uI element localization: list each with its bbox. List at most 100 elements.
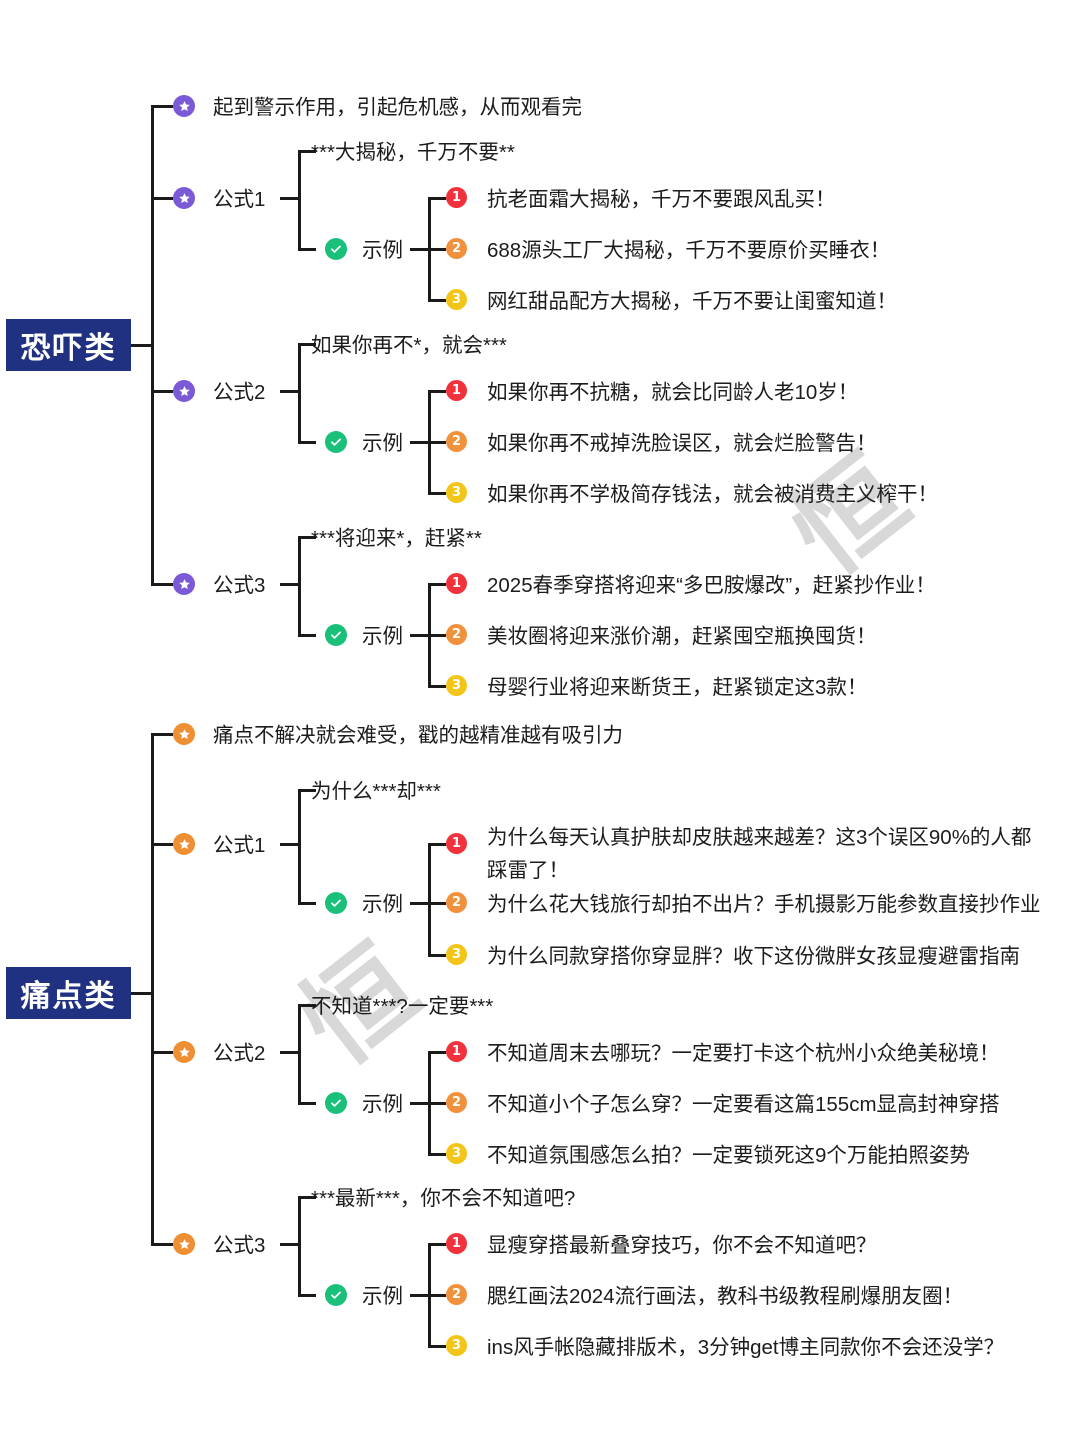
connector-t2-ex2 (428, 1102, 446, 1105)
star-icon (173, 187, 195, 209)
connector-f3-pattern (298, 536, 316, 539)
number-badge-2-icon: 2 (446, 1092, 467, 1113)
example-text: 2025春季穿搭将迎来“多巴胺爆改”，赶紧抄作业！ (487, 574, 936, 597)
connector-f2-ex2 (428, 441, 446, 444)
connector-cat2-trunk (151, 733, 154, 1243)
connector-t1-ex3 (428, 954, 446, 957)
connector-f2-trunk (298, 343, 301, 443)
number-badge-3-icon: 3 (446, 944, 467, 965)
star-icon (173, 833, 195, 855)
connector-f1-example (298, 248, 316, 251)
number-badge-2-icon: 2 (446, 624, 467, 645)
connector-cat2-f1 (151, 843, 173, 846)
formula-label: 公式1 (213, 188, 266, 211)
category-label-text: 痛点类 (20, 980, 117, 1013)
connector-t2-trunk (298, 1004, 301, 1104)
connector-f3-examples-stem (410, 634, 430, 637)
connector-f3-ex3 (428, 685, 446, 688)
star-icon (173, 723, 195, 745)
number-badge-1-icon: 1 (446, 1041, 467, 1062)
check-circle-icon (325, 892, 347, 914)
connector-t2-pattern (298, 1004, 316, 1007)
category-label-tongdian[interactable]: 痛点类 (6, 967, 131, 1019)
example-label: 示例 (362, 625, 403, 648)
category-label-kongxia[interactable]: 恐吓类 (6, 319, 131, 371)
connector-cat1-stem (131, 344, 153, 347)
connector-t2-stem (280, 1051, 300, 1054)
connector-cat2-stem (131, 992, 153, 995)
example-text: 不知道氛围感怎么拍？一定要锁死这9个万能拍照姿势 (487, 1144, 970, 1167)
connector-f2-pattern (298, 343, 316, 346)
check-circle-icon (325, 1092, 347, 1114)
number-badge-1-icon: 1 (446, 833, 467, 854)
connector-f1-ex1 (428, 197, 446, 200)
star-icon (173, 1233, 195, 1255)
connector-f2-stem (280, 390, 300, 393)
number-badge-1-icon: 1 (446, 380, 467, 401)
check-circle-icon (325, 1284, 347, 1306)
number-badge-1-icon: 1 (446, 1233, 467, 1254)
example-text: 显瘦穿搭最新叠穿技巧，你不会不知道吧？ (487, 1234, 877, 1257)
connector-cat2-f3 (151, 1243, 173, 1246)
category-intro-text: 痛点不解决就会难受，戳的越精准越有吸引力 (213, 724, 623, 747)
connector-t3-stem (280, 1243, 300, 1246)
example-text: 如果你再不抗糖，就会比同龄人老10岁！ (487, 381, 859, 404)
category-intro-text: 起到警示作用，引起危机感，从而观看完 (213, 96, 582, 119)
connector-t1-example (298, 902, 316, 905)
connector-cat2-intro (151, 733, 173, 736)
connector-f1-stem (280, 197, 300, 200)
connector-cat1-f2 (151, 390, 173, 393)
star-icon (173, 1041, 195, 1063)
connector-t3-examples-stem (410, 1294, 430, 1297)
connector-t2-ex3 (428, 1153, 446, 1156)
example-text: 不知道小个子怎么穿？一定要看这篇155cm显高封神穿搭 (487, 1093, 1000, 1116)
connector-f1-ex2 (428, 248, 446, 251)
connector-t3-ex2 (428, 1294, 446, 1297)
number-badge-3-icon: 3 (446, 1335, 467, 1356)
number-badge-2-icon: 2 (446, 431, 467, 452)
formula-pattern-text: 为什么***却*** (311, 780, 441, 803)
example-label: 示例 (362, 893, 403, 916)
example-label: 示例 (362, 1285, 403, 1308)
example-text: 为什么同款穿搭你穿显胖？收下这份微胖女孩显瘦避雷指南 (487, 945, 1020, 968)
example-label: 示例 (362, 432, 403, 455)
connector-f1-examples-stem (410, 248, 430, 251)
connector-cat1-f3 (151, 583, 173, 586)
connector-cat1-intro (151, 105, 173, 108)
example-label: 示例 (362, 239, 403, 262)
connector-f2-examples-stem (410, 441, 430, 444)
example-label: 示例 (362, 1093, 403, 1116)
example-text: 为什么每天认真护肤却皮肤越来越差？这3个误区90%的人都踩雷了！ (487, 826, 1032, 882)
example-text: ins风手帐隐藏排版术，3分钟get博主同款你不会还没学？ (487, 1336, 1005, 1359)
connector-f3-trunk (298, 536, 301, 636)
example-text: 美妆圈将迎来涨价潮，赶紧囤空瓶换囤货！ (487, 625, 877, 648)
connector-cat2-f2 (151, 1051, 173, 1054)
example-text: 为什么花大钱旅行却拍不出片？手机摄影万能参数直接抄作业 (487, 893, 1041, 916)
connector-t1-trunk (298, 789, 301, 904)
number-badge-1-icon: 1 (446, 187, 467, 208)
connector-t3-pattern (298, 1196, 316, 1199)
connector-f2-ex1 (428, 390, 446, 393)
formula-label: 公式2 (213, 381, 266, 404)
formula-label: 公式2 (213, 1042, 266, 1065)
category-label-text: 恐吓类 (20, 332, 117, 365)
formula-pattern-text: ***最新***，你不会不知道吧? (311, 1187, 576, 1210)
formula-pattern-text: 不知道***?一定要*** (311, 995, 494, 1018)
number-badge-3-icon: 3 (446, 482, 467, 503)
check-circle-icon (325, 624, 347, 646)
number-badge-2-icon: 2 (446, 892, 467, 913)
number-badge-2-icon: 2 (446, 238, 467, 259)
formula-pattern-text: 如果你再不*，就会*** (311, 334, 507, 357)
example-text: 不知道周末去哪玩？一定要打卡这个杭州小众绝美秘境！ (487, 1042, 1000, 1065)
connector-t1-examples-stem (410, 902, 430, 905)
star-icon (173, 380, 195, 402)
star-icon (173, 95, 195, 117)
connector-t2-ex1 (428, 1051, 446, 1054)
example-text: 腮红画法2024流行画法，教科书级教程刷爆朋友圈！ (487, 1285, 964, 1308)
connector-f3-ex2 (428, 634, 446, 637)
example-text: 网红甜品配方大揭秘，千万不要让闺蜜知道！ (487, 290, 897, 313)
connector-t3-ex1 (428, 1243, 446, 1246)
connector-t1-ex1 (428, 843, 446, 846)
connector-f2-example (298, 441, 316, 444)
